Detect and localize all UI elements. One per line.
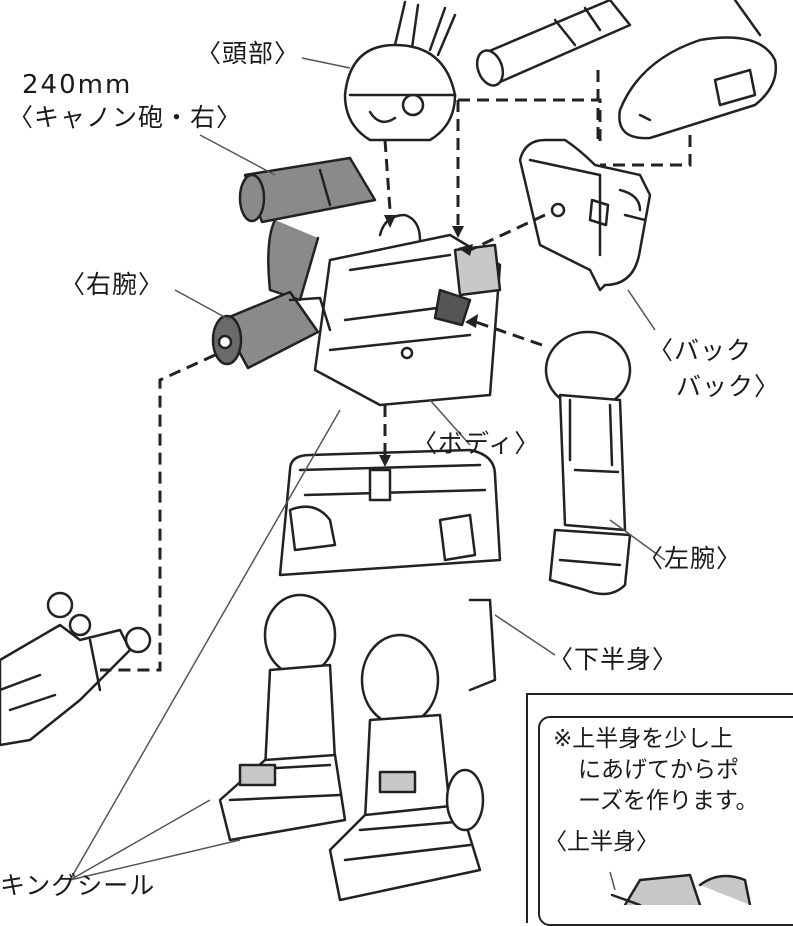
cannon-right-part <box>238 156 377 302</box>
left-arm-label: 〈左腕〉 <box>638 544 743 573</box>
robot-assembly-illustration <box>0 0 778 905</box>
left-arm-part <box>544 330 632 596</box>
head-label: 〈頭部〉 <box>196 39 301 68</box>
upper-body-label: 〈上半身〉 <box>544 829 659 855</box>
note-line-3: ーズを作ります。 <box>578 788 759 814</box>
backpack-part <box>518 138 652 292</box>
body-part <box>313 213 502 407</box>
body-label: 〈ボディ〉 <box>412 429 541 458</box>
note-line-2: にあげてからポ <box>578 757 739 783</box>
cannon-label: 〈キャノン砲・右〉 <box>8 103 243 132</box>
cannon-upper-part <box>475 0 632 87</box>
marking-seal-label: キングシール <box>0 871 156 900</box>
right-arm-part <box>211 290 332 370</box>
right-arm-label: 〈右腕〉 <box>60 270 165 299</box>
backpack-label-line1: 〈バック <box>648 336 753 365</box>
shoulder-part <box>618 0 778 140</box>
weapon-part <box>0 591 152 747</box>
note-line-1: ※上半身を少し上 <box>553 726 734 752</box>
lower-body-part <box>218 448 502 902</box>
backpack-label-line2: バック〉 <box>676 372 781 401</box>
upper-body-mini-figure <box>610 873 752 905</box>
cannon-size-label: 240mm <box>22 70 133 100</box>
head-part <box>343 0 457 142</box>
lower-body-label: 〈下半身〉 <box>548 645 679 674</box>
note-box <box>526 693 793 923</box>
